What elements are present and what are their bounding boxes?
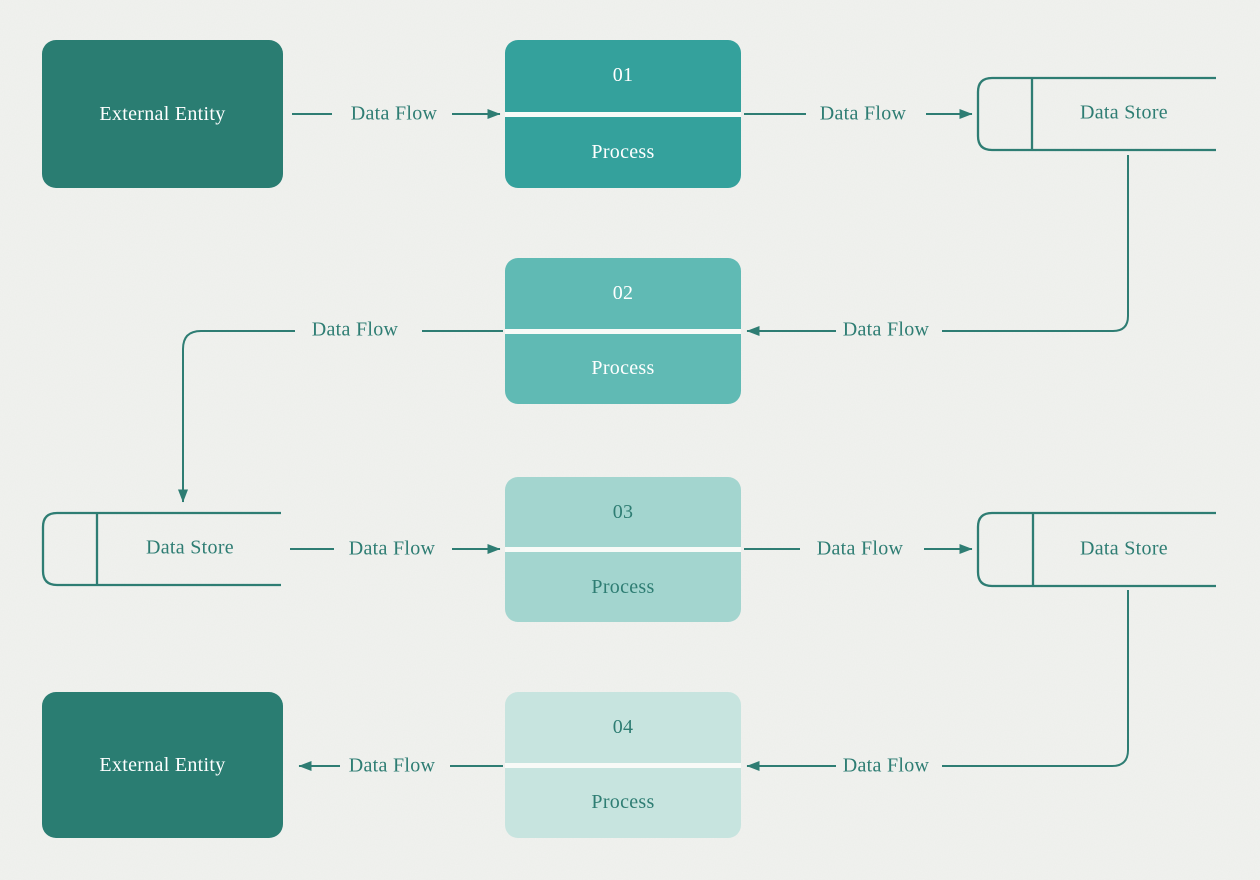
flow-label-store-to-p02[interactable]: Data Flow: [842, 318, 930, 341]
process-divider: [505, 547, 741, 552]
flow-arrow-p02-to-store[interactable]: [178, 330, 295, 503]
process-01-node[interactable]: 01 Process: [505, 40, 741, 188]
external-entity-bottom-node[interactable]: External Entity: [42, 692, 283, 838]
process-label: Process: [591, 140, 655, 163]
process-number: 02: [612, 281, 634, 304]
flow-label-p03-to-store[interactable]: Data Flow: [816, 537, 904, 560]
process-divider: [505, 762, 741, 768]
flow-label-store-to-p04[interactable]: Data Flow: [842, 754, 930, 777]
flow-label-entity-to-p01[interactable]: Data Flow: [350, 102, 438, 125]
data-store-shape-middle-right[interactable]: [976, 511, 1216, 588]
external-entity-label: External Entity: [99, 102, 226, 125]
process-divider: [505, 328, 741, 334]
flow-line-store-to-p02[interactable]: [942, 155, 1129, 332]
data-store-shape-middle-left[interactable]: [41, 511, 281, 587]
process-label: Process: [591, 357, 655, 380]
flow-label-p01-to-store[interactable]: Data Flow: [819, 102, 907, 125]
process-03-node[interactable]: 03 Process: [505, 477, 741, 622]
flow-label-store-to-p03[interactable]: Data Flow: [348, 537, 436, 560]
process-label: Process: [591, 791, 655, 814]
process-number: 01: [612, 64, 634, 87]
process-02-node[interactable]: 02 Process: [505, 258, 741, 404]
flow-line-store-to-p04[interactable]: [942, 590, 1129, 767]
data-store-shape-top-right[interactable]: [976, 76, 1216, 152]
external-entity-top-node[interactable]: External Entity: [42, 40, 283, 188]
data-store-label-middle-right[interactable]: Data Store: [1080, 537, 1168, 560]
data-store-label-top-right[interactable]: Data Store: [1080, 101, 1168, 124]
process-number: 04: [612, 715, 634, 738]
process-label: Process: [591, 575, 655, 598]
process-number: 03: [612, 500, 634, 523]
process-04-node[interactable]: 04 Process: [505, 692, 741, 838]
flow-label-p02-to-store[interactable]: Data Flow: [311, 318, 399, 341]
process-divider: [505, 111, 741, 117]
flow-label-p04-to-entity[interactable]: Data Flow: [348, 754, 436, 777]
data-store-label-middle-left[interactable]: Data Store: [146, 536, 234, 559]
external-entity-label: External Entity: [99, 753, 226, 776]
